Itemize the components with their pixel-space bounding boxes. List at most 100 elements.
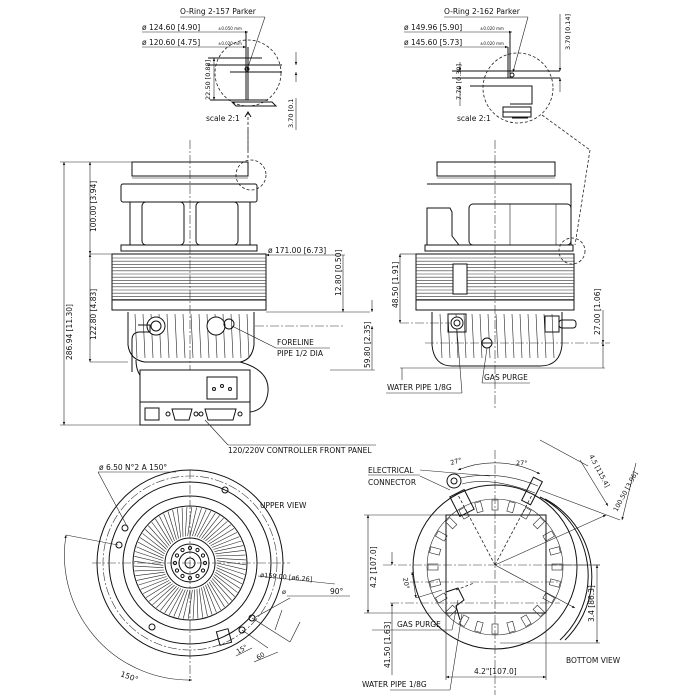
dim-depth: 7.70 [0.30] — [455, 64, 463, 100]
hole-spec: ø 6.50 N°2 A 150° — [99, 463, 167, 472]
mounting-hole — [248, 614, 256, 622]
dim-dia-inner: ø 145.60 [5.73] — [404, 38, 462, 47]
rotor-blade — [201, 515, 220, 539]
housing-rib — [479, 313, 483, 359]
bottom-rib — [520, 614, 532, 627]
bottom-rib — [435, 592, 448, 604]
rotor-blade — [176, 508, 182, 538]
rotor-blade — [205, 521, 228, 542]
housing-rib — [134, 313, 138, 359]
rotor-blade — [216, 567, 244, 580]
housing-rib — [527, 313, 531, 359]
dim-tol: ±0.020 mm — [218, 41, 242, 46]
dim-width: 4.2"[107.0] — [474, 667, 517, 676]
bottom-rib — [532, 604, 545, 617]
controller-label: 120/220V CONTROLLER FRONT PANEL — [228, 446, 372, 455]
rotor-blade — [196, 589, 199, 619]
rotor-blade — [216, 562, 246, 570]
angle-left: 27° — [449, 456, 462, 467]
detail-right-circle — [482, 52, 554, 124]
rotor-blade — [152, 584, 175, 605]
hub-bolt-hole — [195, 547, 200, 553]
rotor-blade — [135, 571, 165, 577]
rotor-blade — [207, 583, 221, 611]
rotor-blade — [145, 581, 172, 598]
dim-overall-height: 286.94 [11.30] — [65, 304, 74, 360]
bottom-rib — [506, 501, 516, 514]
power-socket — [206, 376, 238, 400]
db-connector — [204, 408, 237, 421]
gas-purge-label: GAS PURGE — [397, 620, 441, 629]
detail-callout-right — [558, 237, 586, 265]
scale-label: scale 2:1 — [457, 114, 491, 123]
bottom-rib — [520, 507, 532, 520]
dim-dia-inner: ø 120.60 [4.75] — [142, 38, 200, 47]
dim-depth: 22.50 [0.88] — [204, 60, 212, 100]
rotor-blade — [192, 508, 202, 537]
dim-height-left: 4.2 [107.0] — [369, 546, 378, 588]
dim-body-dia: ø 171.00 [6.73] — [268, 246, 326, 255]
housing-rib — [543, 313, 547, 359]
bottom-rib — [551, 563, 563, 571]
mounting-hole — [221, 486, 229, 494]
rotor-blade — [215, 571, 241, 589]
bottom-rib — [542, 530, 555, 542]
bottom-rib — [548, 546, 561, 556]
bottom-rib — [445, 517, 458, 530]
bottom-rib — [445, 604, 458, 617]
rotor-blade — [215, 569, 243, 585]
housing-rib — [471, 313, 475, 359]
rotor-blade — [210, 580, 229, 605]
db-connector — [171, 408, 193, 421]
bottom-rib — [435, 530, 448, 542]
housing-rib — [142, 313, 146, 359]
housing-rib — [206, 313, 210, 359]
angle-15: 15° — [235, 643, 249, 656]
housing-rib — [487, 313, 491, 359]
rotor-blade — [198, 512, 216, 538]
rotor-blade — [201, 587, 208, 617]
rotor-blade — [172, 509, 179, 539]
dim-purge-height: 41.50 [1.63] — [383, 622, 392, 668]
rotor-blade — [216, 554, 246, 557]
rotor-blade — [214, 574, 238, 593]
rotor-blade — [210, 532, 238, 546]
housing-rib — [190, 313, 194, 359]
rotor-blade — [194, 509, 207, 537]
rotor-blade — [203, 517, 224, 540]
angle-90: 90° — [330, 587, 344, 596]
housing-rib — [174, 313, 178, 359]
angle-150: 150° — [119, 669, 139, 684]
rotor-blade — [216, 558, 246, 561]
bottom-rib — [458, 507, 470, 520]
rotor-blade — [192, 589, 195, 619]
bottom-view-title: BOTTOM VIEW — [566, 656, 621, 665]
controller-box — [139, 369, 251, 426]
side-view: 48.50 [1.91] 27.00 [1.06] WATER PIPE 1/8… — [386, 140, 610, 410]
bottom-rib — [429, 546, 442, 556]
pipe-fitting — [520, 476, 544, 506]
housing-rib — [503, 313, 507, 359]
dim-flange-step: 12.80 [0.50] — [334, 250, 343, 296]
detail-callout-left — [235, 159, 267, 191]
pump-body — [111, 253, 267, 311]
dim-step: 3.70 [0.14] — [564, 14, 572, 50]
water-pipe-label: WATER PIPE 1/8G — [362, 680, 427, 689]
hub-bolt-hole — [200, 553, 206, 558]
bottom-rib — [474, 620, 484, 633]
housing-rib — [519, 313, 523, 359]
dim-connector-radius: 4.5 [115.4] — [587, 453, 611, 489]
mounting-hole — [238, 626, 246, 634]
upper-view-title: UPPER VIEW — [260, 501, 307, 510]
dim-60: 60 — [255, 651, 266, 662]
gas-purge-label: GAS PURGE — [484, 373, 528, 382]
dim-upper-height: 100.00 [3.94] — [89, 181, 98, 232]
rotor-blade — [156, 586, 177, 609]
bottom-rib — [506, 620, 516, 633]
rotor-blade — [203, 586, 213, 615]
rotor-blade — [208, 581, 225, 608]
housing-rib — [511, 313, 515, 359]
rotor-blade — [167, 511, 177, 540]
dim-purge-height: 27.00 [1.06] — [593, 289, 602, 335]
